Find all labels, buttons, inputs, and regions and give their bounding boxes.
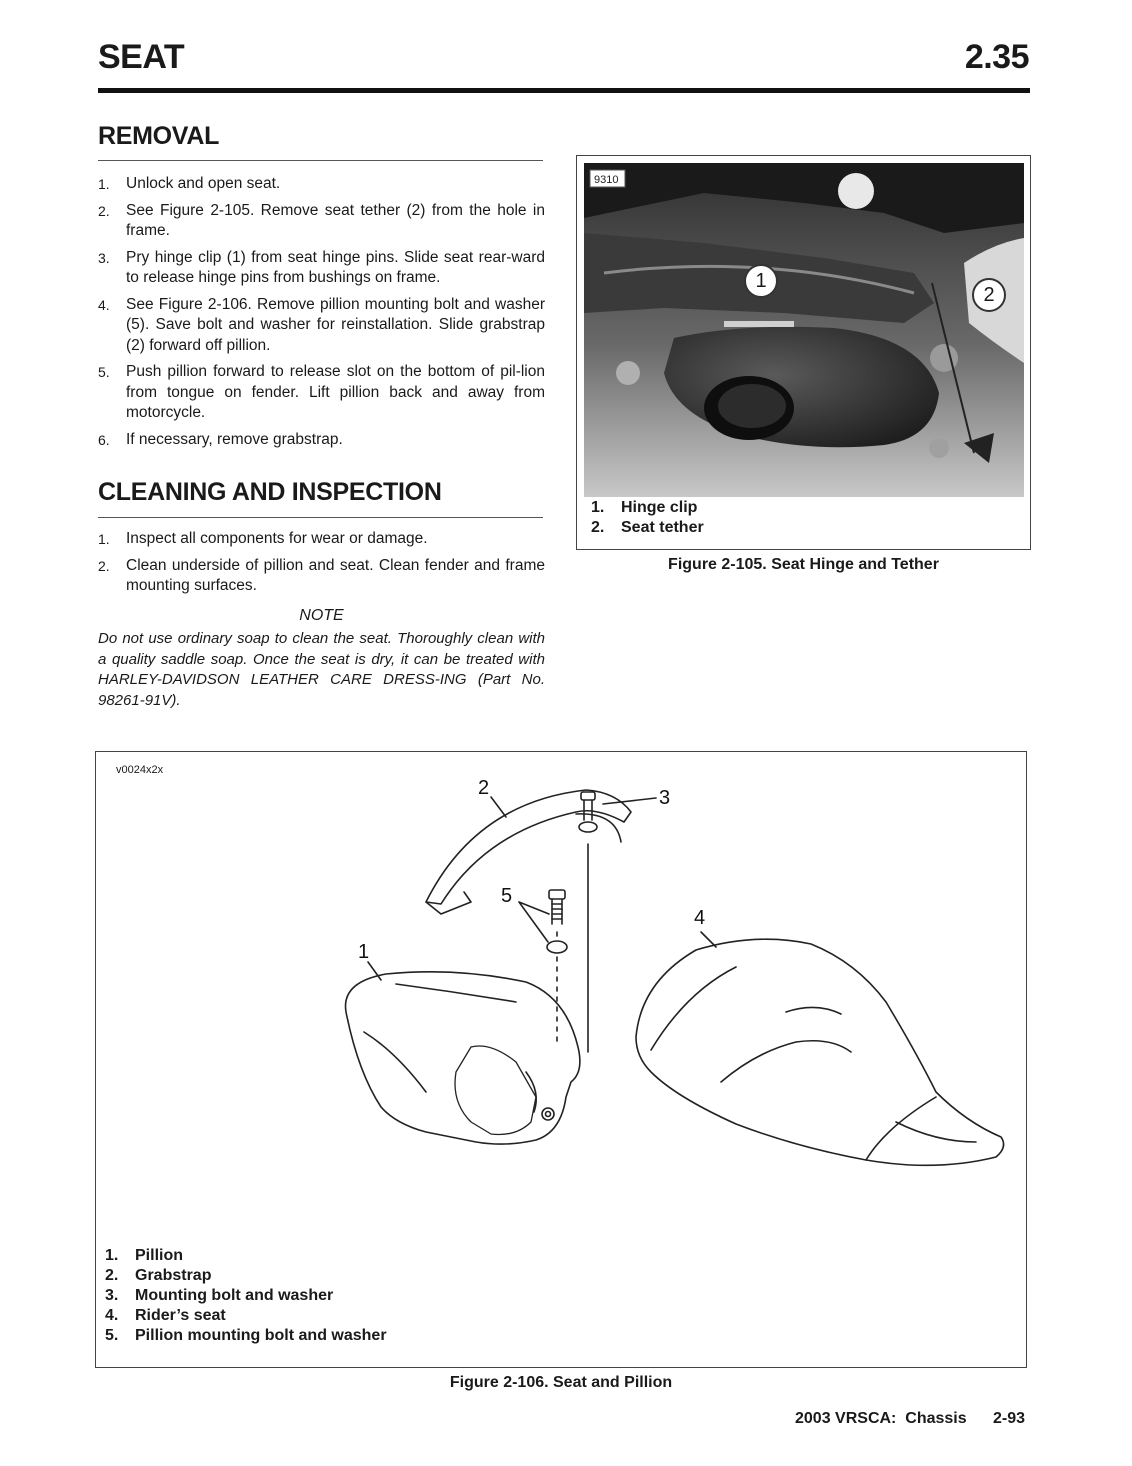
callout-3-label: 3 <box>659 787 670 809</box>
legend-item: 3.Mounting bolt and washer <box>105 1287 334 1304</box>
legend-item: 5.Pillion mounting bolt and washer <box>105 1327 387 1344</box>
drawing-id: v0024x2x <box>116 764 164 776</box>
note-text: Do not use ordinary soap to clean the se… <box>98 630 545 709</box>
legend-item: 2.Grabstrap <box>105 1267 212 1284</box>
removal-step: 6.If necessary, remove grabstrap. <box>98 430 343 448</box>
header-rule <box>98 88 1030 93</box>
photo-id: 9310 <box>594 174 618 186</box>
footer-page: 2-93 <box>993 1410 1026 1427</box>
cleaning-steps: 1.Inspect all components for wear or dam… <box>98 529 545 603</box>
cleaning-rule <box>98 517 543 518</box>
legend-item: 4.Rider’s seat <box>105 1307 226 1324</box>
callout-1-label: 1 <box>358 941 369 963</box>
callout-5-label: 5 <box>501 885 512 907</box>
note-title: NOTE <box>299 607 344 624</box>
legend-item: 2.Seat tether <box>591 519 704 536</box>
removal-heading: REMOVAL <box>98 122 220 150</box>
removal-step: 4.See Figure 2-106. Remove pillion mount… <box>98 295 545 354</box>
callout-1: 1 <box>744 264 778 298</box>
footer-manual: 2003 VRSCA: Chassis <box>795 1410 967 1427</box>
callout-2: 2 <box>972 278 1006 312</box>
legend-item: 1.Pillion <box>105 1247 183 1264</box>
cleaning-step: 2.Clean underside of pillion and seat. C… <box>98 556 545 595</box>
removal-rule <box>98 160 543 161</box>
seat-hinge-photo: 9310 <box>584 163 1024 497</box>
removal-step: 2.See Figure 2-105. Remove seat tether (… <box>98 201 545 240</box>
figure-105-caption: Figure 2-105. Seat Hinge and Tether <box>668 556 939 573</box>
callout-4-label: 4 <box>694 907 705 929</box>
figure-106-caption: Figure 2-106. Seat and Pillion <box>449 1374 673 1391</box>
removal-step: 1.Unlock and open seat. <box>98 175 281 192</box>
cleaning-heading: CLEANING AND INSPECTION <box>98 478 442 506</box>
seat-hinge-photo-svg: 9310 <box>584 163 1024 497</box>
figure-106-callouts: 2 3 5 4 1 <box>358 777 705 963</box>
removal-step: 3.Pry hinge clip (1) from seat hinge pin… <box>98 248 545 287</box>
page-title: SEAT <box>98 38 185 76</box>
removal-steps: 1.Unlock and open seat. 2.See Figure 2-1… <box>98 174 545 456</box>
figure-105-frame: 9310 1 2 1.Hinge clip 2.Seat tether <box>576 155 1031 550</box>
section-number: 2.35 <box>964 38 1030 76</box>
cleaning-step: 1.Inspect all components for wear or dam… <box>98 530 428 547</box>
figure-106-frame: v0024x2x <box>95 751 1027 1368</box>
seat-pillion-drawing: 2 3 5 4 1 <box>344 777 1005 1167</box>
legend-item: 1.Hinge clip <box>591 499 698 516</box>
removal-step: 5.Push pillion forward to release slot o… <box>98 363 545 421</box>
callout-2-label: 2 <box>478 777 489 799</box>
